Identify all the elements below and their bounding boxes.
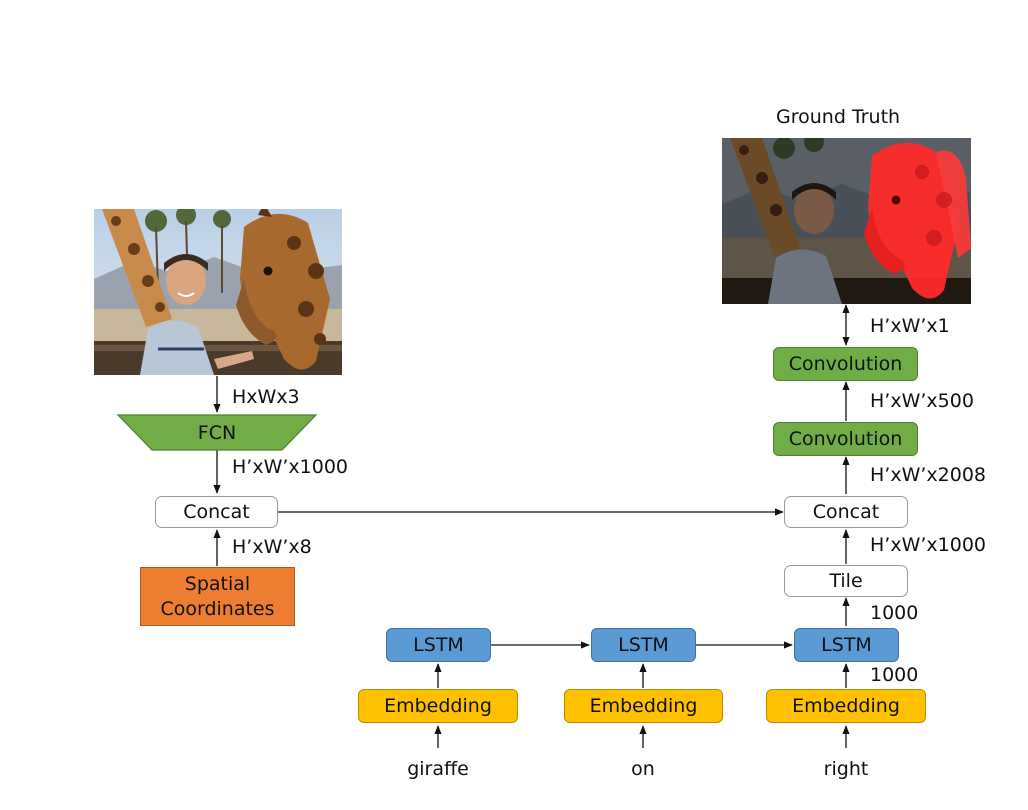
dim-conv1-out: H’xW’x500 [870, 390, 974, 412]
lstm-2-label: LSTM [618, 633, 669, 656]
word-on: on [631, 758, 655, 780]
concat-left-label: Concat [183, 500, 250, 523]
dim-fcn-out: H’xW’x1000 [232, 456, 348, 478]
fcn-trapezoid [116, 414, 318, 451]
lstm-cell-1: LSTM [386, 628, 491, 662]
embedding-2-label: Embedding [589, 694, 698, 717]
fcn-label: FCN [197, 422, 237, 444]
input-image [94, 209, 342, 375]
dim-conv2-out: H’xW’x1 [870, 315, 950, 337]
lstm-1-label: LSTM [413, 633, 464, 656]
dim-concat-out: H’xW’x2008 [870, 464, 986, 486]
dim-image-out: HxWx3 [232, 386, 300, 408]
lstm-cell-2: LSTM [591, 628, 696, 662]
convolution-box-1: Convolution [773, 422, 918, 456]
convolution-1-label: Convolution [788, 427, 903, 450]
convolution-2-label: Convolution [788, 352, 903, 375]
embedding-box-3: Embedding [766, 689, 926, 723]
spatial-line-2: Coordinates [160, 597, 275, 620]
concat-right-label: Concat [812, 500, 880, 523]
dim-lstm-out: 1000 [870, 602, 919, 624]
dim-embedding-out: 1000 [870, 664, 919, 686]
embedding-3-label: Embedding [792, 694, 900, 717]
convolution-box-2: Convolution [773, 347, 918, 381]
tile-label: Tile [829, 569, 863, 592]
lstm-cell-3: LSTM [794, 628, 899, 662]
dim-tile-out: H’xW’x1000 [870, 534, 986, 556]
embedding-1-label: Embedding [384, 694, 492, 717]
ground-truth-image [722, 138, 971, 304]
dim-spatial-out: H’xW’x8 [232, 536, 312, 558]
word-right: right [823, 758, 869, 780]
spatial-line-1: Spatial [184, 572, 251, 595]
embedding-box-2: Embedding [564, 689, 723, 723]
tile-box: Tile [784, 565, 908, 597]
concat-right: Concat [784, 496, 908, 528]
embedding-box-1: Embedding [358, 689, 518, 723]
word-giraffe: giraffe [407, 758, 469, 780]
spatial-coordinates-box: Spatial Coordinates [140, 567, 295, 626]
concat-left: Concat [155, 496, 278, 528]
ground-truth-title: Ground Truth [776, 106, 901, 128]
lstm-3-label: LSTM [821, 633, 872, 656]
